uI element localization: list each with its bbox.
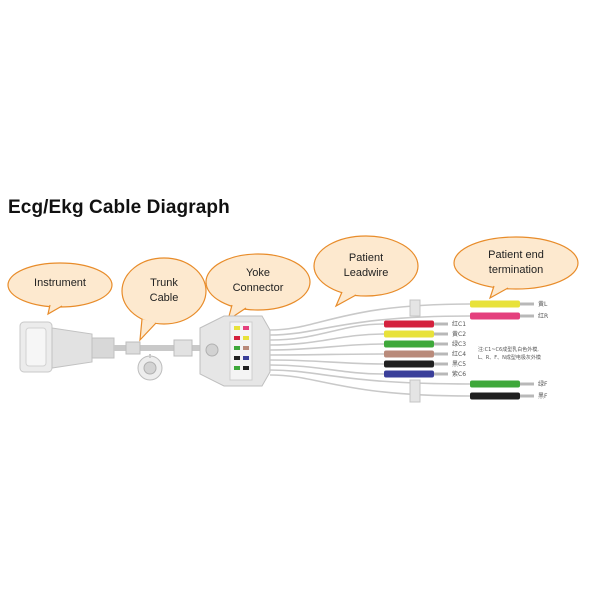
lead-label-F: 绿F [538,380,548,388]
yoke-dot-F [234,366,240,370]
leadwire-C4 [269,353,385,356]
leadwire-C2 [269,333,385,346]
lead-plug-C1 [384,320,434,328]
yoke-connector [199,315,271,387]
yoke-dot-C6 [243,356,249,360]
lead-color-note: 注:C1~C6成型乳白色外模, L、R、F、N成型电极灰外模 [478,347,541,361]
callout-leadwire [313,235,419,308]
leadwires [269,299,471,403]
yoke-dot-C5 [234,356,240,360]
lead-pin-C2 [434,332,448,336]
lead-pin-C5 [434,362,448,366]
lead-label-C1: 红C1 [452,320,466,328]
callout-termination [453,236,579,300]
lead-labels: 黄L 红R 红C1 黄C2 绿C3 红C4 黑C5 紫C6 绿F 黑F [452,300,548,400]
lead-plug-C4 [384,350,434,358]
yoke-dot-C1 [234,336,240,340]
yoke-dot-C4 [243,346,249,350]
lead-label-C6: 紫C6 [452,370,466,378]
lead-plug-C6 [384,370,434,378]
lead-label-N: 黑F [538,393,548,400]
lead-pin-C4 [434,352,448,356]
leadwire-C3 [269,343,385,351]
lead-plug-R [470,300,520,308]
leadwire-clip [409,299,421,317]
callout-leadwire-label: Patient Leadwire [343,252,389,279]
leadwire-L [269,315,471,336]
lead-label-L: 红R [538,312,548,320]
lead-label-R: 黄L [538,300,548,308]
leadwire-clip [409,379,421,403]
callout-trunk-label: Trunk Cable [149,277,179,304]
trunk-cable [114,339,208,381]
lead-pin-N [520,394,534,398]
leadwire-C6 [269,364,385,375]
diagram-title: Ecg/Ekg Cable Diagraph [8,197,230,218]
lead-plug-C2 [384,330,434,338]
lead-plug-L [470,312,520,320]
lead-terminations [384,300,534,400]
callout-instrument-label: Instrument [34,277,86,289]
callout-trunk [121,257,207,342]
lead-label-C4: 红C4 [452,350,466,358]
yoke-dot-C2 [243,336,249,340]
leadwire-R [269,303,471,331]
lead-pin-C3 [434,342,448,346]
callout-instrument [7,262,113,316]
leadwire-F [269,369,471,385]
instrument-plug [19,321,115,373]
leadwire-C1 [269,323,385,341]
lead-pin-C6 [434,372,448,376]
lead-pin-R [520,302,534,306]
callout-yoke-label: Yoke Connector [232,267,284,294]
yoke-dot-C3 [234,346,240,350]
yoke-dot-R [234,326,240,330]
yoke-dot-N [243,366,249,370]
lead-plug-F [470,380,520,388]
leadwire-N [269,374,471,397]
lead-plug-C3 [384,340,434,348]
yoke-dot-L [243,326,249,330]
leadwire-C5 [269,359,385,365]
lead-pin-F [520,382,534,386]
lead-pin-C1 [434,322,448,326]
lead-pin-L [520,314,534,318]
lead-plug-C5 [384,360,434,368]
callout-termination-label: Patient end termination [488,249,544,276]
lead-plug-N [470,392,520,400]
lead-label-C2: 黄C2 [452,330,466,338]
lead-label-C5: 黑C5 [452,361,466,368]
lead-label-C3: 绿C3 [452,340,466,348]
